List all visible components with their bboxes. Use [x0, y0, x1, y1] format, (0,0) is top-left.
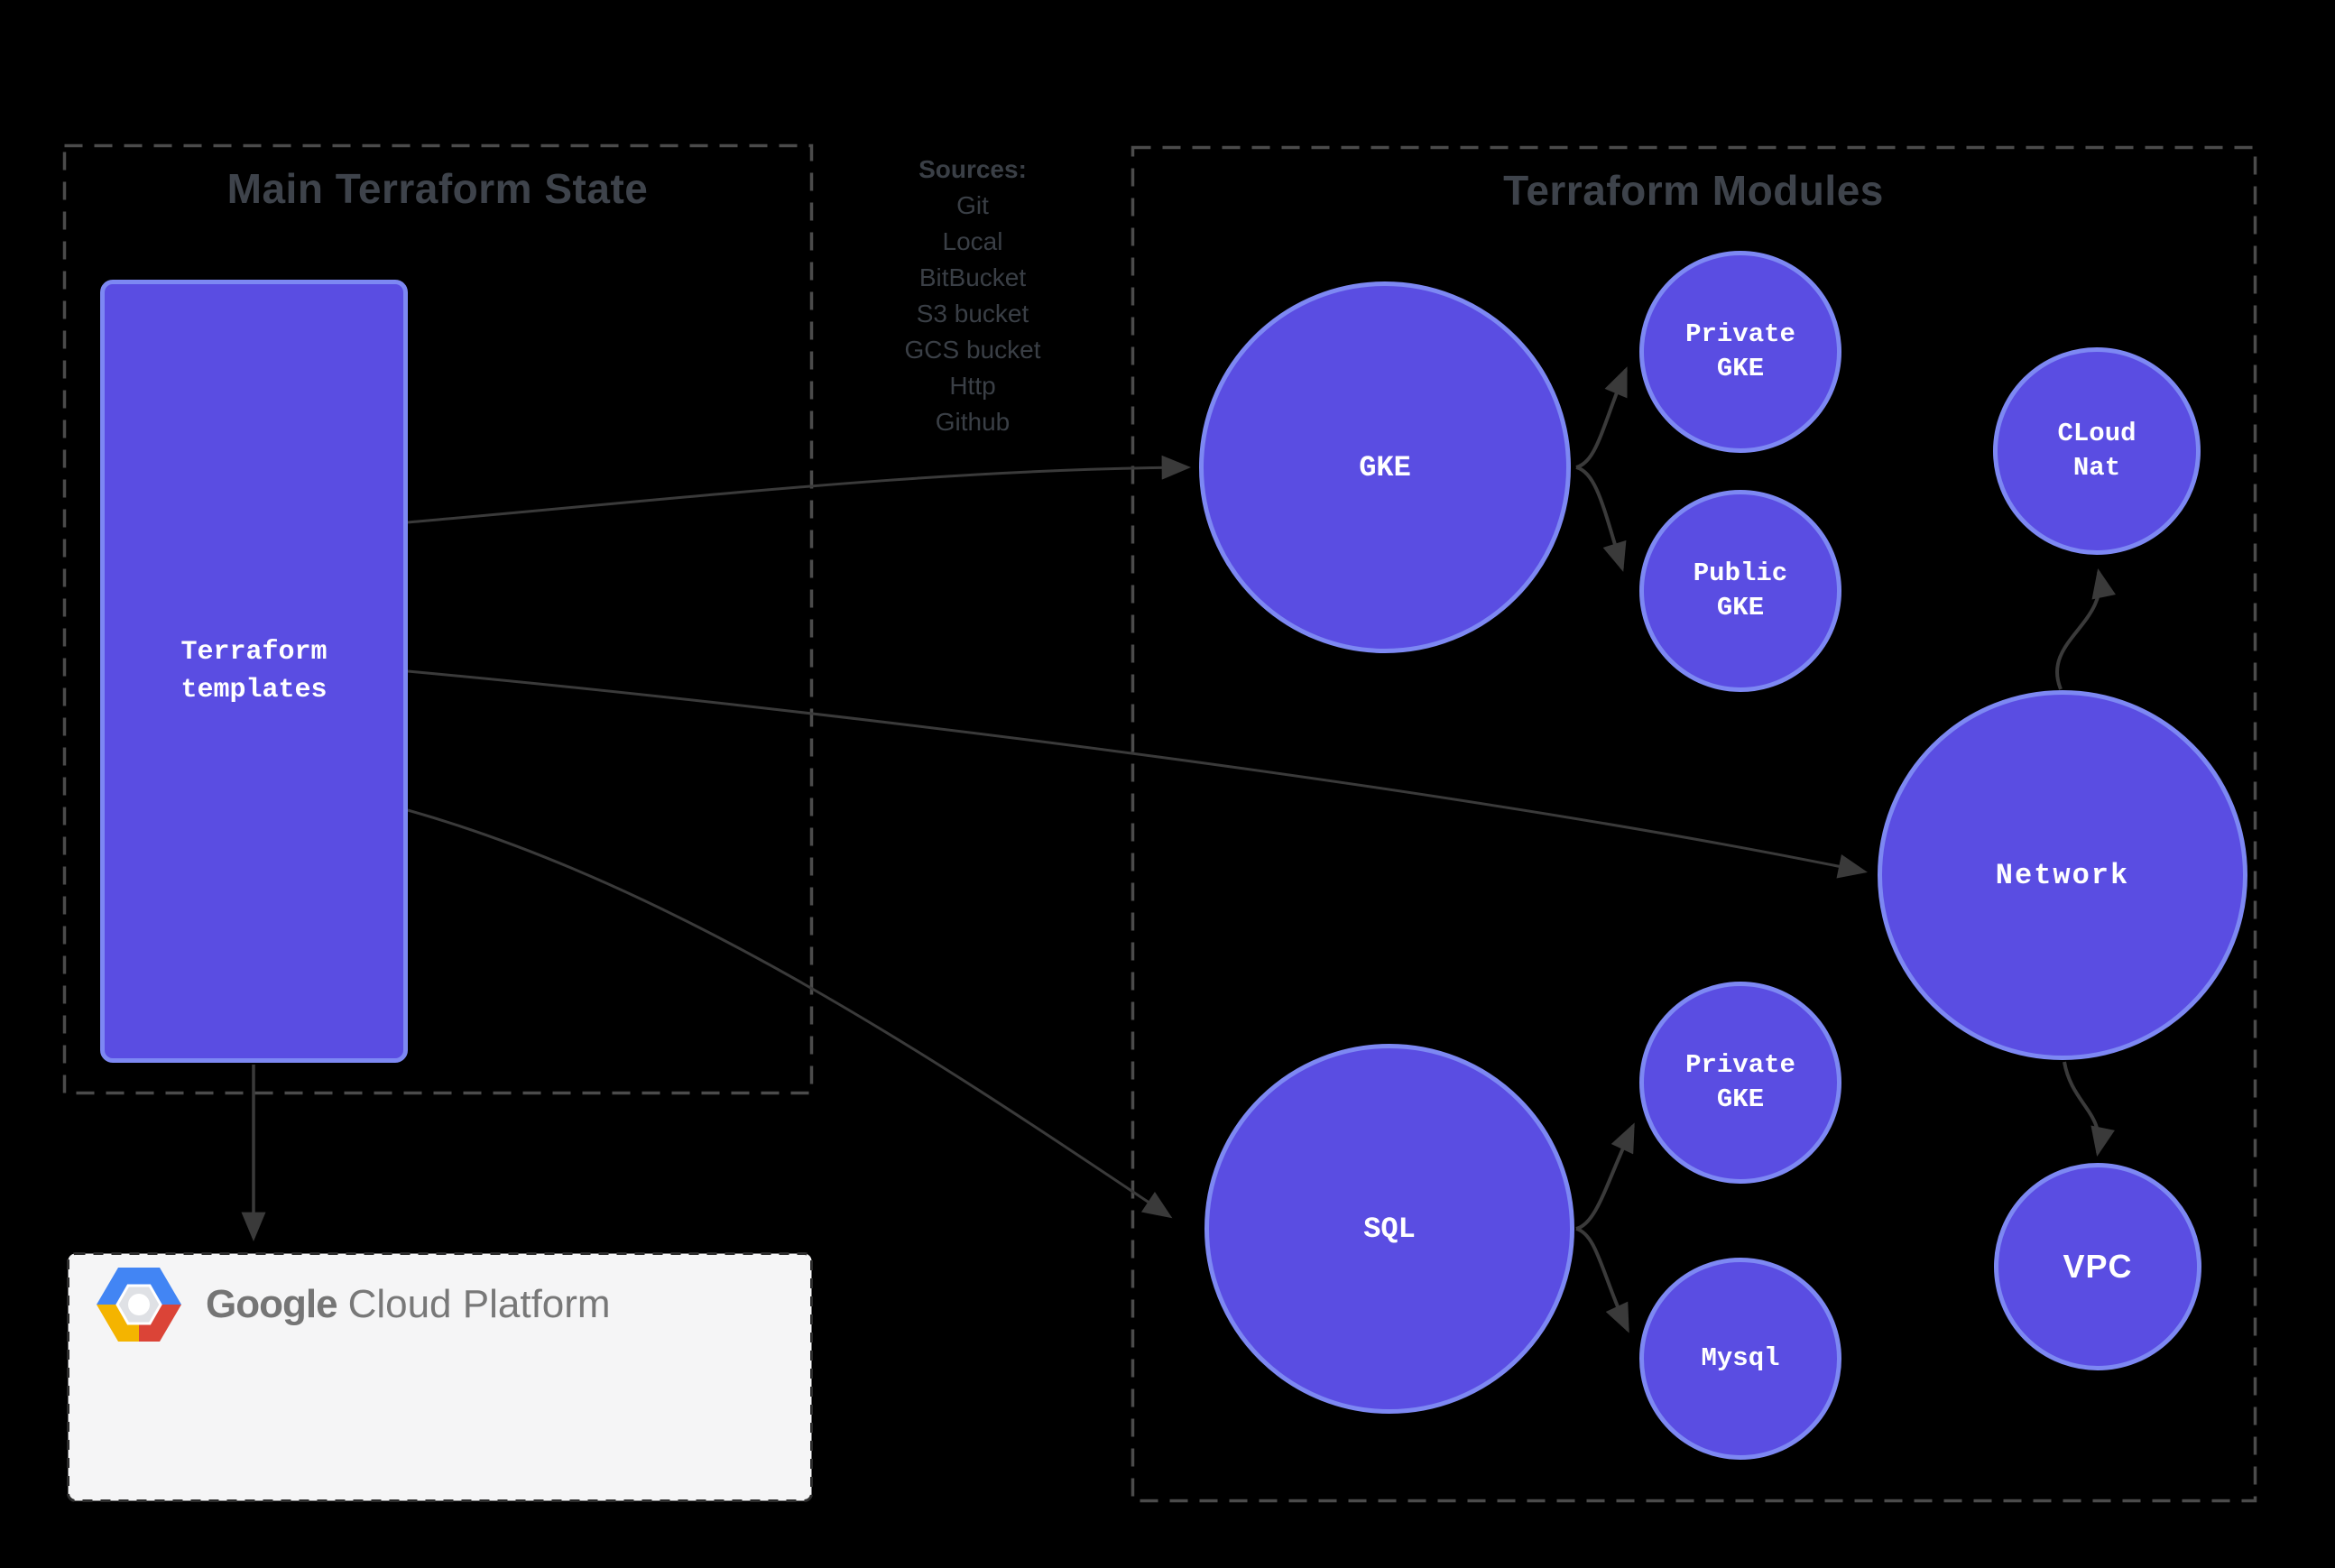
node-cloud-nat: CLoud Nat: [1993, 347, 2201, 555]
arrow-gke-to-public-gke: [1575, 466, 1627, 572]
source-item: Git: [956, 191, 989, 219]
source-item: Local: [942, 227, 1003, 255]
node-gke: GKE: [1199, 281, 1571, 653]
source-item: Http: [949, 372, 996, 400]
main-state-title: Main Terraform State: [226, 165, 649, 212]
node-vpc-label: VPC: [2063, 1248, 2133, 1286]
node-private-gke-top-label: Private GKE: [1685, 318, 1795, 383]
gcp-wordmark-google: Google: [206, 1282, 338, 1326]
source-item: S3 bucket: [916, 300, 1029, 327]
node-network-label: Network: [1995, 858, 2130, 892]
node-mysql-label: Mysql: [1701, 1342, 1780, 1373]
source-item: GCS bucket: [904, 336, 1041, 364]
arrow-network-to-vpc: [2063, 1061, 2115, 1157]
arrow-network-to-cloud-nat: [2055, 568, 2116, 690]
node-public-gke-label: Public GKE: [1693, 558, 1788, 623]
arrow-sql-to-private-gke: [1575, 1122, 1635, 1231]
node-terraform-templates-label: Terraform templates: [180, 637, 328, 706]
node-private-gke-bottom-label: Private GKE: [1685, 1049, 1795, 1114]
main-state-box-border: [62, 143, 814, 1095]
node-terraform-templates: Terraform templates: [100, 280, 408, 1063]
sources-list: Sources: Git Local BitBucket S3 bucket G…: [828, 152, 1117, 440]
arrow-sql-to-mysql: [1575, 1227, 1629, 1333]
arrow-templates-to-gke: [407, 455, 1192, 524]
arrow-gke-to-private-gke: [1575, 366, 1628, 469]
gcp-wordmark-cloud-platform: Cloud Platform: [347, 1282, 611, 1326]
node-mysql: Mysql: [1639, 1258, 1841, 1460]
source-item: BitBucket: [918, 263, 1027, 291]
gcp-box: [67, 1252, 813, 1502]
node-private-gke-bottom: Private GKE: [1639, 982, 1841, 1184]
node-cloud-nat-label: CLoud Nat: [2057, 418, 2137, 483]
arrow-templates-to-network: [407, 669, 1868, 879]
source-item: Github: [935, 408, 1011, 436]
node-public-gke: Public GKE: [1639, 490, 1841, 692]
node-sql-label: SQL: [1363, 1212, 1416, 1246]
modules-title: Terraform Modules: [1503, 167, 1884, 214]
google-cloud-platform-logo: [97, 1268, 181, 1342]
node-sql: SQL: [1204, 1044, 1574, 1414]
node-network: Network: [1878, 690, 2247, 1060]
node-vpc: VPC: [1994, 1163, 2201, 1370]
modules-box-border: [1131, 145, 2257, 1503]
sources-heading: Sources:: [918, 155, 1027, 183]
arrow-templates-to-sql: [407, 808, 1173, 1219]
node-gke-label: GKE: [1359, 450, 1411, 484]
node-private-gke-top: Private GKE: [1639, 251, 1841, 453]
